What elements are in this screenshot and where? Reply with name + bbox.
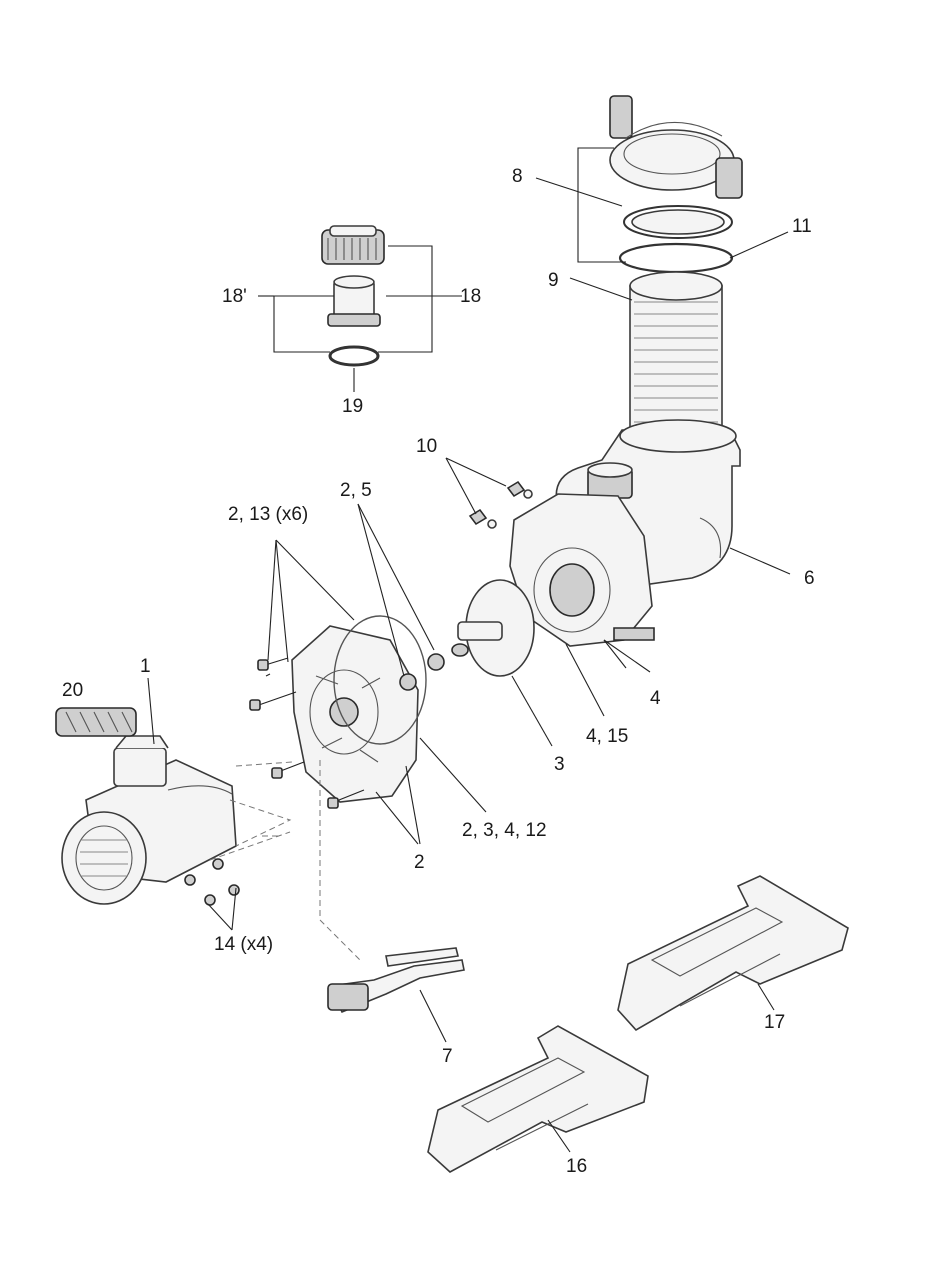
callout-16: 16 xyxy=(566,1156,587,1177)
callout-9: 9 xyxy=(548,270,559,291)
callout-14: 14 (x4) xyxy=(214,934,273,955)
drain-plug-parts xyxy=(468,480,533,529)
strainer-lid-bracket-lines xyxy=(535,147,789,301)
callout-7: 7 xyxy=(442,1046,453,1067)
callout-2-5: 2, 5 xyxy=(340,480,372,501)
callout-17: 17 xyxy=(764,1012,785,1033)
callout-2-3-4-12: 2, 3, 4, 12 xyxy=(462,820,547,841)
lid-o-ring-part xyxy=(623,205,733,239)
callout-18: 18 xyxy=(460,286,481,307)
base-foot-small-part xyxy=(427,1025,649,1173)
base-foot-large-part xyxy=(617,875,849,1032)
callout-4-15: 4, 15 xyxy=(586,726,628,747)
callout-20: 20 xyxy=(62,680,83,701)
large-o-ring-part xyxy=(618,242,734,274)
impeller-shaft-part xyxy=(451,621,503,657)
callout-8: 8 xyxy=(512,166,523,187)
union-tailpiece-part xyxy=(327,275,381,327)
callout-4: 4 xyxy=(650,688,661,709)
callout-10: 10 xyxy=(416,436,437,457)
motor-terminal-set-part xyxy=(55,707,137,737)
seal-plate-part xyxy=(509,493,655,647)
mechanical-seal-part xyxy=(399,653,445,691)
strainer-lid-part xyxy=(609,95,743,199)
callout-2-13: 2, 13 (x6) xyxy=(228,504,308,525)
callout-18-prime: 18' xyxy=(222,286,247,307)
callout-19: 19 xyxy=(342,396,363,417)
leader-lines xyxy=(147,457,791,1153)
wrench-tool-part xyxy=(327,947,465,1014)
motor-part xyxy=(61,735,237,905)
assembly-dash-lines xyxy=(209,760,361,961)
callout-11: 11 xyxy=(792,216,812,237)
union-nut-part xyxy=(321,225,385,265)
strainer-basket-part xyxy=(629,271,723,435)
adapter-bolts-parts xyxy=(249,657,365,809)
callout-6: 6 xyxy=(804,568,815,589)
motor-adapter-part xyxy=(291,625,419,803)
callout-1: 1 xyxy=(140,656,151,677)
callout-3: 3 xyxy=(554,754,565,775)
callout-2: 2 xyxy=(414,852,425,873)
union-o-ring-part xyxy=(328,345,380,367)
union-bracket-lines xyxy=(258,245,462,392)
motor-foot-screws-parts xyxy=(184,858,240,906)
adapter-gasket-part xyxy=(333,615,427,745)
